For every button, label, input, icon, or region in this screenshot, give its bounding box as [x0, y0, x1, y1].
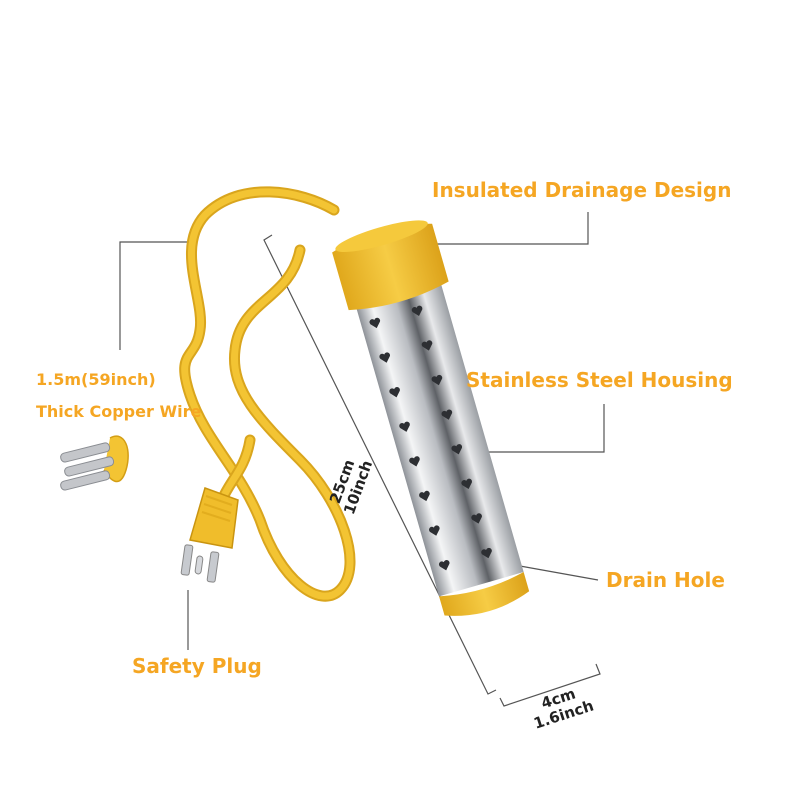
leader-wire	[119, 241, 192, 350]
safety-plug	[180, 487, 239, 583]
label-drain-hole: Drain Hole	[606, 568, 725, 592]
leader-drain-hole	[519, 565, 599, 581]
bottom-cap	[439, 572, 530, 616]
leader-lines	[119, 212, 605, 707]
dimension-line-length	[263, 234, 497, 695]
leader-drainage	[404, 212, 589, 245]
copper-wire-icon	[60, 435, 129, 491]
leader-steel	[470, 404, 605, 453]
heater-body	[332, 220, 530, 616]
label-stainless-steel: Stainless Steel Housing	[466, 368, 733, 392]
steel-housing	[356, 283, 524, 597]
label-wire-type: Thick Copper Wire	[36, 402, 202, 421]
dimension-line-diameter	[499, 663, 601, 707]
label-wire-length: 1.5m(59inch)	[36, 370, 156, 389]
label-insulated-drainage: Insulated Drainage Design	[432, 178, 732, 202]
label-safety-plug: Safety Plug	[132, 654, 262, 678]
